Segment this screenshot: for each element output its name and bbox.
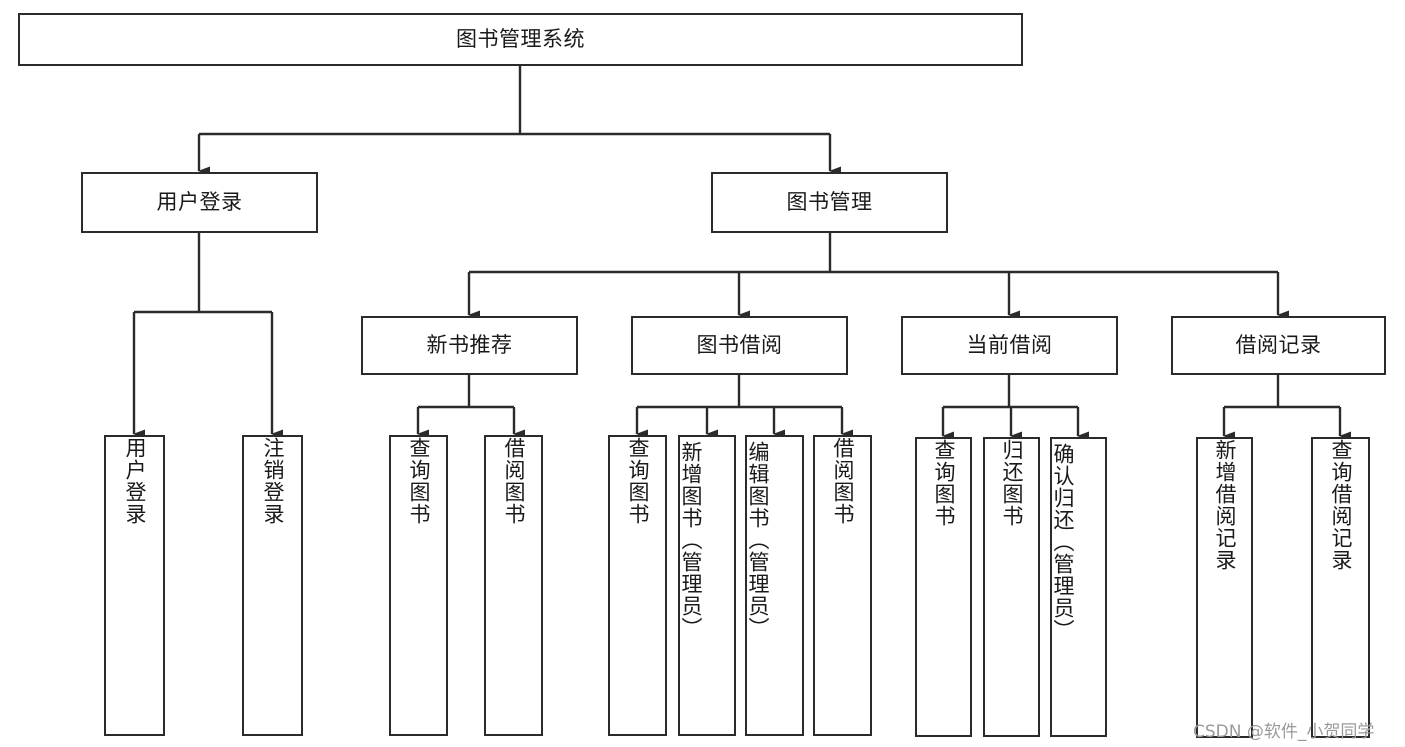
node-borrow-record[interactable]: 借阅记录	[1171, 316, 1386, 375]
node-current-borrow[interactable]: 当前借阅	[901, 316, 1118, 375]
node-book-manage[interactable]: 图书管理	[711, 172, 948, 233]
node-label: 图书借阅	[696, 333, 783, 358]
node-label: 用户登录	[156, 190, 243, 215]
node-book-borrow[interactable]: 图书借阅	[631, 316, 848, 375]
node-label: 图书管理	[786, 190, 873, 215]
node-root-root[interactable]: 图书管理系统	[18, 13, 1023, 66]
node-leaf-edit-book-admin[interactable]: 编辑图书（管理员）	[745, 435, 804, 736]
node-leaf-return-book[interactable]: 归还图书	[983, 437, 1040, 737]
node-label: 编辑图书（管理员）	[746, 441, 770, 639]
node-label: 新增借阅记录	[1213, 439, 1237, 571]
node-label: 借阅图书	[502, 437, 526, 525]
node-new-book-recommend[interactable]: 新书推荐	[361, 316, 578, 375]
node-label: 用户登录	[123, 437, 147, 525]
node-label: 借阅图书	[831, 437, 855, 525]
node-label: 查询图书	[932, 439, 956, 527]
node-label: 新书推荐	[426, 333, 513, 358]
node-label: 注销登录	[261, 437, 285, 525]
node-leaf-add-book-admin[interactable]: 新增图书（管理员）	[678, 435, 736, 736]
node-leaf-confirm-return-admin[interactable]: 确认归还（管理员）	[1050, 437, 1107, 737]
node-label: 查询图书	[626, 437, 650, 525]
node-label: 确认归还（管理员）	[1051, 443, 1075, 641]
node-leaf-borrow-book-rec[interactable]: 借阅图书	[484, 435, 543, 736]
node-leaf-add-borrow-record[interactable]: 新增借阅记录	[1196, 437, 1253, 738]
node-leaf-user-login[interactable]: 用户登录	[104, 435, 165, 736]
node-leaf-query-book-borrow[interactable]: 查询图书	[608, 435, 667, 736]
node-leaf-query-book-cur[interactable]: 查询图书	[915, 437, 972, 737]
node-label: 查询图书	[407, 437, 431, 525]
node-label: 新增图书（管理员）	[679, 441, 703, 639]
connector-lines	[132, 66, 1351, 441]
node-leaf-query-book-rec[interactable]: 查询图书	[389, 435, 448, 736]
node-leaf-logout[interactable]: 注销登录	[242, 435, 303, 736]
node-label: 借阅记录	[1235, 333, 1322, 358]
node-label: 查询借阅记录	[1329, 439, 1353, 571]
node-leaf-borrow-book[interactable]: 借阅图书	[813, 435, 872, 736]
node-label: 图书管理系统	[456, 27, 585, 52]
node-user-login[interactable]: 用户登录	[81, 172, 318, 233]
node-label: 归还图书	[1000, 439, 1024, 527]
node-label: 当前借阅	[966, 333, 1053, 358]
node-leaf-query-borrow-record[interactable]: 查询借阅记录	[1311, 437, 1370, 738]
